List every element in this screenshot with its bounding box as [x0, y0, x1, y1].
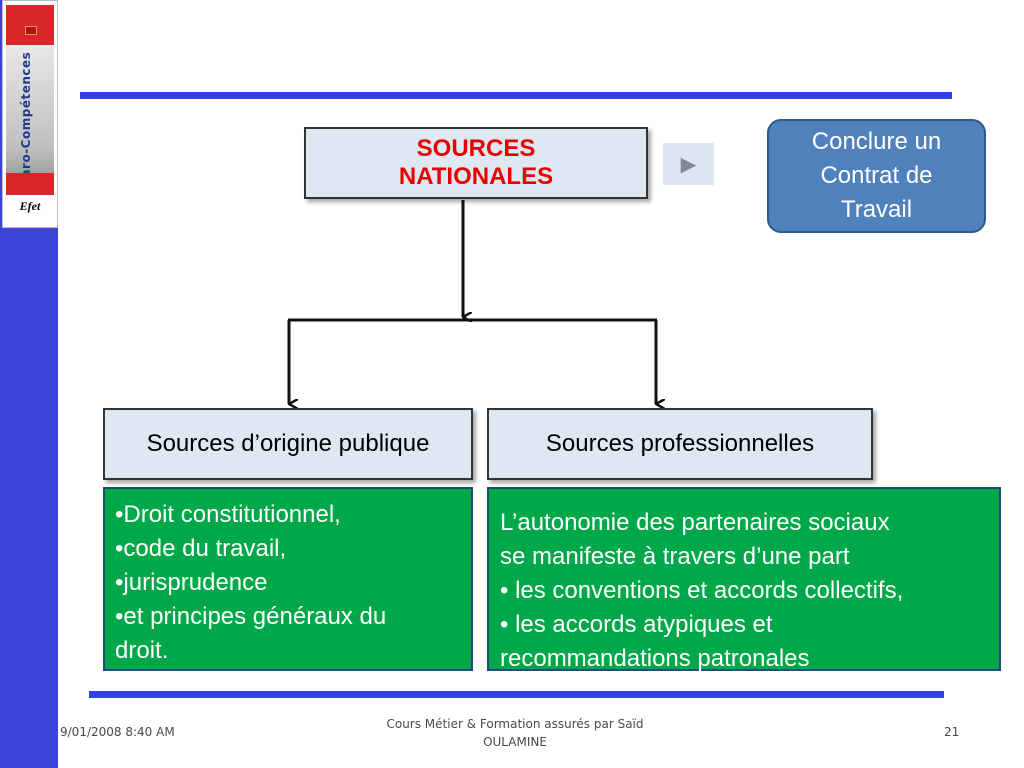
- list-item: •Droit constitutionnel,: [115, 501, 341, 528]
- list-item: droit.: [115, 637, 169, 664]
- footer-credit: Cours Métier & Formation assurés par Saï…: [350, 715, 680, 751]
- root-node: SOURCES NATIONALES: [304, 127, 648, 199]
- list-item: L’autonomie des partenaires sociaux: [500, 509, 890, 536]
- flag-icon: [25, 26, 37, 35]
- logo-top-band: [6, 5, 54, 45]
- play-icon: ►: [675, 149, 702, 179]
- professional-sources-node: Sources professionnelles: [487, 408, 873, 480]
- public-sources-label: Sources d’origine publique: [146, 430, 430, 457]
- footer-date: 9/01/2008 8:40 AM: [60, 725, 175, 739]
- conclude-contract-node[interactable]: Conclure un Contrat de Travail: [767, 119, 986, 233]
- slide-number: 21: [944, 725, 960, 739]
- bottom-rule: [89, 691, 944, 698]
- list-item: se manifeste à travers d’une part: [500, 543, 850, 570]
- list-item: •code du travail,: [115, 535, 287, 562]
- list-item: • les conventions et accords collectifs,: [500, 577, 904, 604]
- list-item: • les accords atypiques et: [500, 611, 773, 638]
- logo-bottom-band: [6, 173, 54, 195]
- list-item: recommandations patronales: [500, 645, 810, 672]
- footer-credit-line1: Cours Métier & Formation assurés par Saï…: [386, 717, 644, 731]
- footer-credit-line2: OULAMINE: [483, 735, 547, 749]
- list-item: •et principes généraux du: [115, 603, 387, 630]
- top-rule: [80, 92, 952, 99]
- logo: Maro-Compétences Efet: [2, 0, 58, 228]
- conclude-contract-label: Conclure un Contrat de Travail: [811, 128, 942, 223]
- public-sources-node: Sources d’origine publique: [103, 408, 473, 480]
- professional-sources-list: L’autonomie des partenaires sociaux se m…: [487, 487, 1001, 672]
- play-button[interactable]: ►: [663, 143, 714, 185]
- root-node-label: SOURCES NATIONALES: [398, 135, 554, 190]
- logo-efet-text: Efet: [6, 195, 54, 221]
- professional-sources-label: Sources professionnelles: [545, 430, 815, 457]
- list-item: •jurisprudence: [115, 569, 268, 596]
- logo-gradient: [6, 45, 54, 193]
- public-sources-list: •Droit constitutionnel, •code du travail…: [103, 487, 473, 671]
